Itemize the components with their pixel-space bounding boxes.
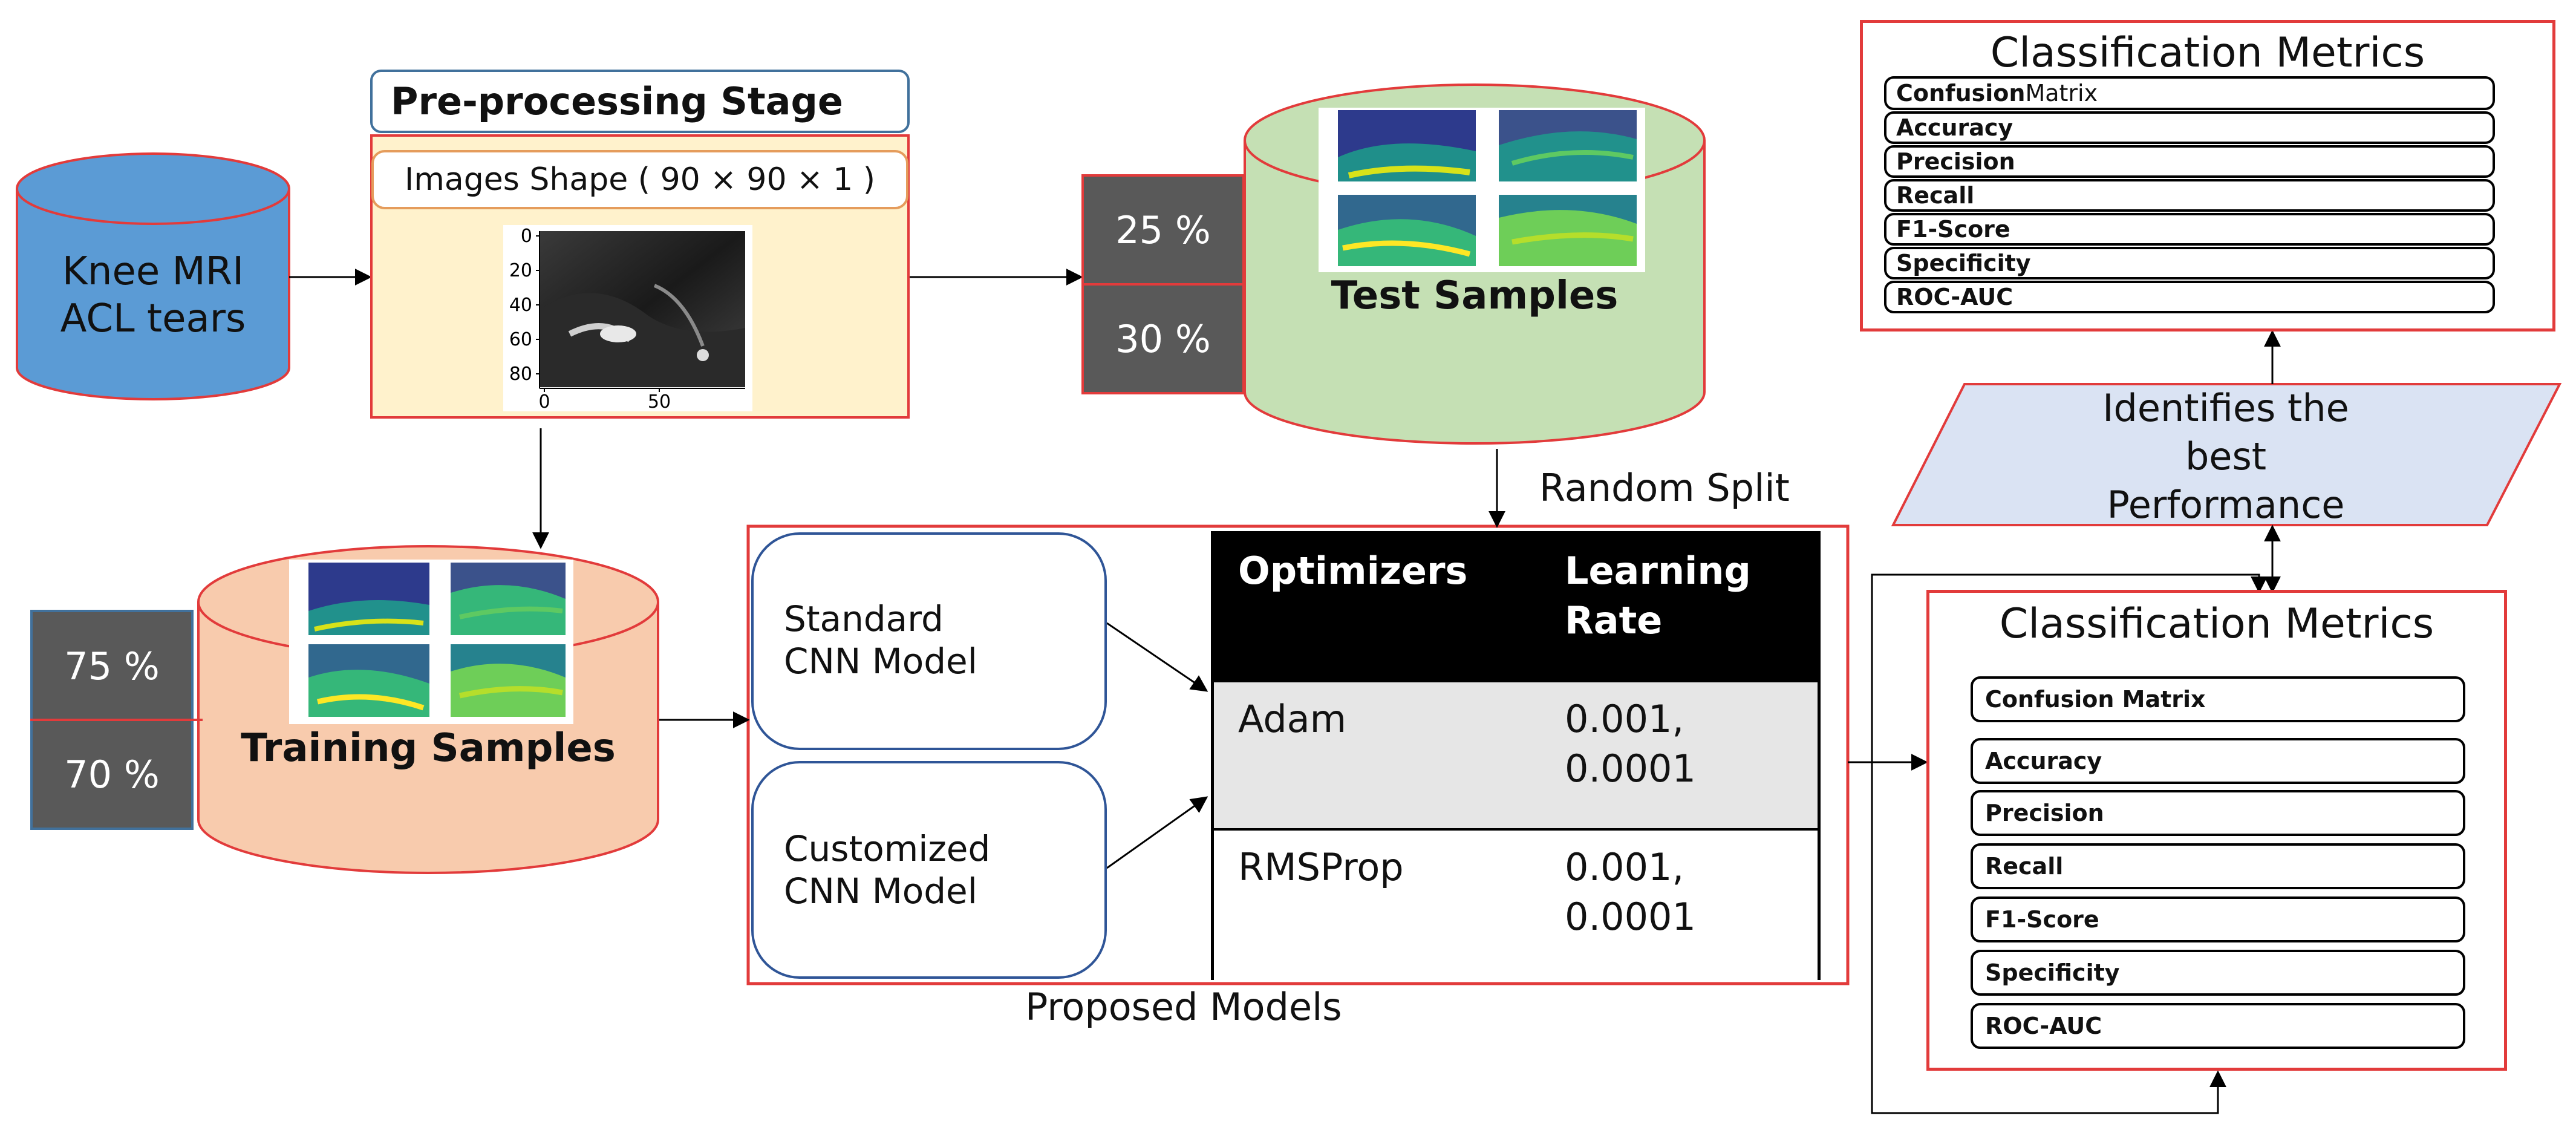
plot-ytick-20: 20 — [509, 260, 532, 281]
test-thumbnail-grid — [1319, 108, 1645, 272]
mri-sample-plot: 0 20 40 60 80 0 50 — [503, 225, 752, 413]
header-optimizers: Optimizers — [1238, 549, 1468, 593]
feedback-loop-bottom — [1871, 762, 2226, 1114]
feedback-loop-top — [1871, 573, 2268, 762]
row-learning-rate: 0.001, 0.0001 — [1565, 843, 1696, 942]
row-learning-rate: 0.001, 0.0001 — [1565, 694, 1696, 794]
proposed-models-frame — [746, 524, 1850, 985]
top-metric-item: Precision — [1884, 145, 2495, 178]
bottom-metric-item: ROC-AUC — [1971, 1003, 2465, 1049]
standard-model-line2: CNN Model — [784, 641, 977, 682]
top-metrics-title: Classification Metrics — [1990, 29, 2425, 77]
bottom-classification-metrics: Classification Metrics Confusion Matrix … — [1926, 590, 2507, 1071]
header-learning-rate-line2: Rate — [1565, 598, 1663, 642]
optimizer-table-header: Optimizers Learning Rate — [1214, 534, 1818, 682]
row-optimizer: RMSProp — [1238, 845, 1404, 889]
top-metric-item: F1-Score — [1884, 213, 2495, 246]
test-split-top: 25 % — [1081, 174, 1245, 284]
table-row: Adam 0.001, 0.0001 — [1214, 682, 1818, 831]
header-learning-rate: Learning Rate — [1565, 546, 1751, 645]
test-samples-label: Test Samples — [1331, 273, 1619, 318]
plot-ytick-80: 80 — [509, 364, 532, 385]
bottom-metrics-title: Classification Metrics — [1999, 600, 2434, 648]
table-row: RMSProp 0.001, 0.0001 — [1214, 831, 1818, 980]
image-shape-label: Images Shape ( 90 × 90 × 1 ) — [371, 150, 908, 209]
customized-cnn-model-box: Customized CNN Model — [751, 761, 1107, 979]
test-split-bottom: 30 % — [1081, 284, 1245, 394]
arrow-customized-to-table — [1106, 796, 1208, 869]
training-split-bottom: 70 % — [30, 721, 194, 830]
rate-line1: 0.001, — [1565, 697, 1684, 741]
customized-model-line2: CNN Model — [784, 870, 977, 912]
bottom-metric-item: Precision — [1971, 790, 2465, 836]
top-metric-item: Accuracy — [1884, 111, 2495, 144]
row-optimizer: Adam — [1238, 697, 1347, 741]
knee-mri-label-line1: Knee MRI — [62, 249, 244, 294]
plot-ytick-60: 60 — [509, 329, 532, 350]
best-performance-shape — [1891, 383, 2562, 526]
arrow-standard-to-table — [1106, 622, 1208, 692]
top-classification-metrics: Classification Metrics Confusion Matrix … — [1860, 20, 2555, 331]
standard-model-line1: Standard — [784, 598, 944, 639]
bottom-metric-item: F1-Score — [1971, 896, 2465, 942]
plot-ytick-40: 40 — [509, 295, 532, 316]
knee-mri-cylinder — [16, 152, 290, 400]
top-metric-item: Specificity — [1884, 247, 2495, 279]
top-metric-item: ROC-AUC — [1884, 281, 2495, 313]
preprocessing-title: Pre-processing Stage — [370, 70, 910, 133]
rate-line1: 0.001, — [1565, 845, 1684, 889]
random-split-label: Random Split — [1539, 466, 1790, 510]
plot-ytick-0: 0 — [521, 226, 532, 247]
plot-xtick-0: 0 — [538, 391, 550, 411]
training-split-top: 75 % — [30, 610, 194, 720]
training-thumbnail-grid — [289, 560, 573, 724]
top-metric-item: Confusion Matrix — [1884, 76, 2495, 110]
plot-xtick-50: 50 — [648, 391, 671, 411]
best-performance-line1: Identifies the — [2102, 386, 2349, 430]
top-metric-item: Recall — [1884, 179, 2495, 212]
training-samples-label: Training Samples — [241, 726, 616, 771]
training-split-divider — [30, 719, 203, 721]
rate-line2: 0.0001 — [1565, 746, 1696, 791]
proposed-models-caption: Proposed Models — [1025, 985, 1342, 1029]
bottom-metric-item: Specificity — [1971, 950, 2465, 996]
header-learning-rate-line1: Learning — [1565, 549, 1751, 593]
bottom-metric-item: Recall — [1971, 843, 2465, 889]
customized-model-line1: Customized — [784, 828, 991, 869]
standard-cnn-model-box: Standard CNN Model — [751, 532, 1107, 750]
best-performance-label: Identifies the best Performance — [1960, 384, 2492, 529]
rate-line2: 0.0001 — [1565, 895, 1696, 939]
best-performance-line2: best — [2185, 434, 2267, 478]
bottom-metric-item: Accuracy — [1971, 738, 2465, 784]
optimizer-table: Optimizers Learning Rate Adam 0.001, 0.0… — [1211, 531, 1821, 980]
bottom-metric-item: Confusion Matrix — [1971, 676, 2465, 722]
knee-mri-label: Knee MRI ACL tears — [17, 248, 289, 342]
knee-mri-label-line2: ACL tears — [60, 296, 246, 341]
best-performance-line3: Performance — [2107, 483, 2345, 527]
